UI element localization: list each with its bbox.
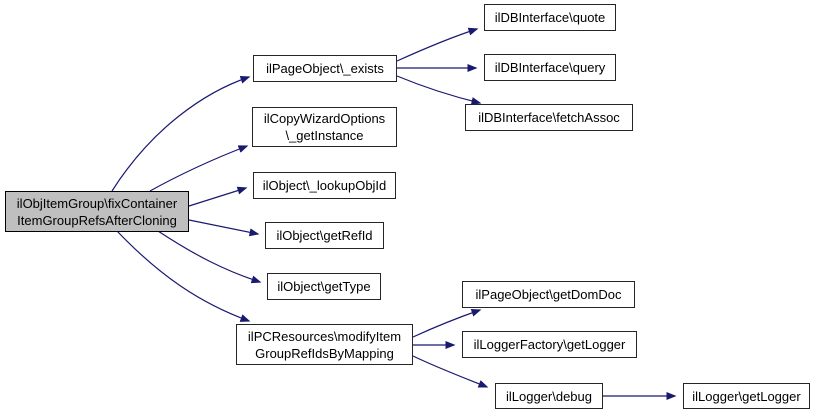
- edge-modify-to-debug: [412, 355, 489, 388]
- node-ilDBInterface-fetchAssoc[interactable]: ilDBInterface\fetchAssoc: [465, 104, 633, 131]
- edge-main-to-modifyitemgroup: [116, 230, 251, 322]
- node-label: ilCopyWizardOptions \_getInstance: [263, 111, 386, 143]
- edge-exists-to-fetchassoc: [396, 75, 482, 105]
- node-label: ilLogger\getLogger: [692, 388, 801, 404]
- node-ilObject-getType[interactable]: ilObject\getType: [267, 273, 381, 300]
- node-ilLogger-debug[interactable]: ilLogger\debug: [495, 383, 603, 409]
- node-ilObject-lookupObjId[interactable]: ilObject\_lookupObjId: [253, 172, 396, 199]
- node-label: ilDBInterface\fetchAssoc: [478, 110, 620, 125]
- node-ilObject-getRefId[interactable]: ilObject\getRefId: [265, 222, 384, 249]
- edge-exists-to-quote: [396, 27, 479, 62]
- edge-main-to-lookupobjid: [188, 186, 248, 207]
- node-label: ilPageObject\_exists: [266, 61, 384, 76]
- node-ilCopyWizardOptions-getInstance[interactable]: ilCopyWizardOptions \_getInstance: [252, 107, 397, 147]
- edge-main-to-getinstance: [149, 145, 249, 192]
- edge-main-to-exists: [111, 75, 251, 192]
- node-label: ilObjItemGroup\fixContainer ItemGroupRef…: [16, 195, 178, 228]
- node-ilLogger-getLogger[interactable]: ilLogger\getLogger: [683, 383, 810, 409]
- node-ilDBInterface-quote[interactable]: ilDBInterface\quote: [484, 4, 616, 31]
- node-ilDBInterface-query[interactable]: ilDBInterface\query: [484, 54, 616, 81]
- node-ilPageObject-getDomDoc[interactable]: ilPageObject\getDomDoc: [462, 281, 635, 308]
- edge-main-to-getrefid: [188, 219, 260, 237]
- node-label: ilLogger\debug: [505, 388, 593, 404]
- node-label: ilObject\_lookupObjId: [262, 178, 387, 193]
- edge-modify-to-getdomdoc: [412, 309, 482, 338]
- node-label: ilPCResources\modifyItem GroupRefIdsByMa…: [247, 328, 402, 361]
- node-ilPageObject-exists[interactable]: ilPageObject\_exists: [253, 55, 397, 82]
- node-label: ilPageObject\getDomDoc: [475, 287, 622, 302]
- node-ilObjItemGroup-fixContainerItemGroupRefsAfterCloning: ilObjItemGroup\fixContainer ItemGroupRef…: [5, 191, 189, 232]
- edge-main-to-gettype: [157, 230, 262, 284]
- node-label: ilDBInterface\query: [494, 60, 606, 75]
- node-ilLoggerFactory-getLogger[interactable]: ilLoggerFactory\getLogger: [462, 331, 637, 358]
- node-label: ilLoggerFactory\getLogger: [473, 337, 626, 352]
- node-label: ilDBInterface\quote: [494, 10, 606, 25]
- node-ilPCResources-modifyItemGroupRefIdsByMapping[interactable]: ilPCResources\modifyItem GroupRefIdsByMa…: [236, 324, 413, 365]
- node-label: ilObject\getRefId: [276, 228, 373, 243]
- node-label: ilObject\getType: [277, 279, 371, 294]
